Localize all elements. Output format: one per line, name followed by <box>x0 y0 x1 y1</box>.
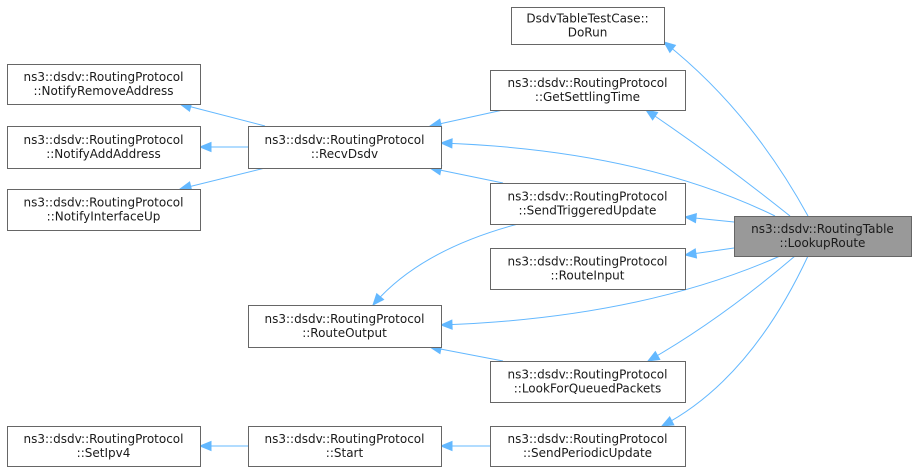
edge-line <box>429 109 504 127</box>
node-label-line: ::LookupRoute <box>780 236 866 250</box>
node-label-line: ::SendPeriodicUpdate <box>523 446 652 460</box>
edge-line <box>645 109 791 217</box>
arrowhead-icon <box>439 319 453 330</box>
node-box <box>248 426 442 467</box>
edge-recvdsdv-to-addaddr <box>198 141 248 153</box>
node-label-line: ns3::dsdv::RoutingProtocol <box>508 255 668 269</box>
node-label-line: ::NotifyAddAddress <box>46 147 161 161</box>
arrowhead-icon <box>198 440 212 452</box>
node-box <box>7 189 201 231</box>
node-box <box>490 426 686 467</box>
node-label-line: ns3::dsdv::RoutingProtocol <box>265 133 425 147</box>
node-box <box>734 216 912 257</box>
node-label-line: ::NotifyInterfaceUp <box>47 210 161 224</box>
node-label-line: ::LookForQueuedPackets <box>514 382 662 396</box>
arrowhead-icon <box>662 41 677 54</box>
arrowhead-icon <box>439 440 453 452</box>
node-label-line: ::RouteOutput <box>302 326 387 340</box>
node-box <box>7 64 201 105</box>
node-queued[interactable]: ns3::dsdv::RoutingProtocol::LookForQueue… <box>490 361 686 403</box>
node-label-line: ns3::dsdv::RoutingProtocol <box>24 70 184 84</box>
node-label-line: ns3::dsdv::RoutingProtocol <box>508 190 668 204</box>
node-box <box>490 70 686 111</box>
edge-line <box>661 255 809 427</box>
node-label-line: ::NotifyRemoveAddress <box>33 84 173 98</box>
node-setipv4[interactable]: ns3::dsdv::RoutingProtocol::SetIpv4 <box>7 426 201 467</box>
node-lookup: ns3::dsdv::RoutingTable::LookupRoute <box>734 216 912 257</box>
node-box <box>7 126 201 169</box>
nodes-layer: ns3::dsdv::RoutingTable::LookupRoute Dsdv… <box>7 7 912 467</box>
edge-recvdsdv-to-removeaddr <box>178 101 266 127</box>
arrowhead-icon <box>372 292 385 307</box>
edge-triggered-to-routeoutput <box>372 223 519 307</box>
node-box <box>511 7 665 45</box>
node-dorun[interactable]: DsdvTableTestCase::DoRun <box>511 7 665 45</box>
node-box <box>490 361 686 403</box>
edge-line <box>429 346 504 362</box>
edge-lookup-to-routeoutput <box>439 255 781 330</box>
node-label-line: ns3::dsdv::RoutingProtocol <box>265 312 425 326</box>
node-label-line: ::RouteInput <box>551 269 625 283</box>
node-box <box>490 183 686 225</box>
node-settling[interactable]: ns3::dsdv::RoutingProtocol::GetSettlingT… <box>490 70 686 111</box>
edge-line <box>440 142 776 217</box>
node-label-line: ns3::dsdv::RoutingProtocol <box>24 196 184 210</box>
node-label-line: ns3::dsdv::RoutingProtocol <box>24 133 184 147</box>
node-label-line: ns3::dsdv::RoutingTable <box>751 222 894 236</box>
edge-periodic-to-start <box>439 440 490 452</box>
node-label-line: DoRun <box>568 26 608 40</box>
edge-lookup-to-recvdsdv <box>439 138 776 217</box>
edge-line <box>663 41 809 217</box>
edge-lookup-to-periodic <box>660 255 809 427</box>
edge-line <box>440 255 781 326</box>
node-removeaddr[interactable]: ns3::dsdv::RoutingProtocol::NotifyRemove… <box>7 64 201 105</box>
node-addaddr[interactable]: ns3::dsdv::RoutingProtocol::NotifyAddAdd… <box>7 126 201 169</box>
edge-lookup-to-triggered <box>683 212 735 224</box>
node-label-line: ns3::dsdv::RoutingProtocol <box>508 432 668 446</box>
node-periodic[interactable]: ns3::dsdv::RoutingProtocol::SendPeriodic… <box>490 426 686 467</box>
edge-settling-to-recvdsdv <box>428 109 504 129</box>
edge-line <box>179 167 266 190</box>
edge-line <box>179 103 266 127</box>
node-label-line: ns3::dsdv::RoutingProtocol <box>265 432 425 446</box>
edge-recvdsdv-to-ifaceup <box>178 167 266 192</box>
node-label-line: ::SendTriggeredUpdate <box>519 204 657 218</box>
node-label-line: ::GetSettlingTime <box>535 90 640 104</box>
node-label-line: ns3::dsdv::RoutingProtocol <box>508 368 668 382</box>
edge-line <box>429 167 504 184</box>
arrowhead-icon <box>198 141 212 153</box>
node-box <box>7 426 201 467</box>
arrowhead-icon <box>683 212 697 224</box>
arrowhead-icon <box>644 109 659 121</box>
node-label-line: ns3::dsdv::RoutingProtocol <box>508 76 668 90</box>
edge-start-to-setipv4 <box>198 440 248 452</box>
node-routeinput[interactable]: ns3::dsdv::RoutingProtocol::RouteInput <box>490 248 686 290</box>
edge-lookup-to-dorun <box>662 41 809 217</box>
node-box <box>248 126 442 169</box>
node-box <box>248 305 442 348</box>
node-box <box>490 248 686 290</box>
edges-layer <box>178 41 809 452</box>
node-routeoutput[interactable]: ns3::dsdv::RoutingProtocol::RouteOutput <box>248 305 442 348</box>
node-start[interactable]: ns3::dsdv::RoutingProtocol::Start <box>248 426 442 467</box>
arrowhead-icon <box>660 416 675 427</box>
arrowhead-icon <box>646 350 661 362</box>
node-label-line: ns3::dsdv::RoutingProtocol <box>24 432 184 446</box>
edge-lookup-to-settling <box>644 109 791 217</box>
arrowhead-icon <box>439 138 453 149</box>
node-recvdsdv[interactable]: ns3::dsdv::RoutingProtocol::RecvDsdv <box>248 126 442 169</box>
edge-line <box>647 255 796 362</box>
node-label-line: DsdvTableTestCase:: <box>526 12 648 26</box>
node-label-line: ::SetIpv4 <box>77 446 131 460</box>
edge-lookup-to-queued <box>646 255 796 362</box>
edge-line <box>372 223 519 306</box>
arrowhead-icon <box>683 248 698 259</box>
node-label-line: ::RecvDsdv <box>311 147 378 161</box>
node-label-line: ::Start <box>326 446 364 460</box>
node-ifaceup[interactable]: ns3::dsdv::RoutingProtocol::NotifyInterf… <box>7 189 201 231</box>
edge-lookup-to-routeinput <box>683 247 735 259</box>
node-triggered[interactable]: ns3::dsdv::RoutingProtocol::SendTriggere… <box>490 183 686 225</box>
